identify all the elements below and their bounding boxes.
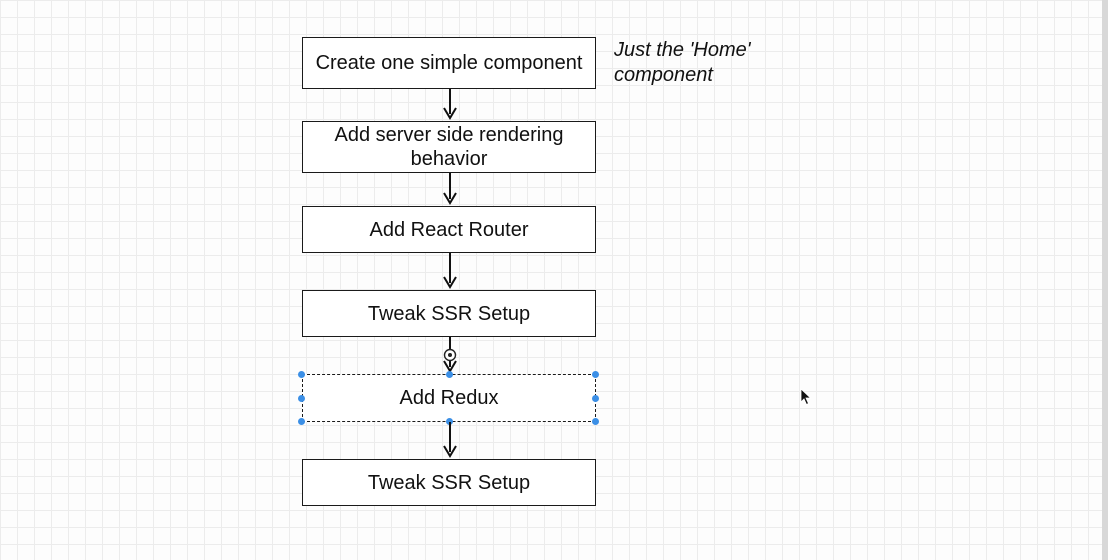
selection-handle-top-left[interactable] <box>298 371 305 378</box>
step-tweak-ssr-setup-2[interactable]: Tweak SSR Setup <box>302 459 596 506</box>
selection-handle-top-right[interactable] <box>592 371 599 378</box>
selection-handle-top-center[interactable] <box>446 371 453 378</box>
step-add-react-router[interactable]: Add React Router <box>302 206 596 253</box>
selection-handle-bottom-left[interactable] <box>298 418 305 425</box>
mouse-pointer-icon <box>800 388 812 406</box>
arrow-2 <box>443 173 457 205</box>
connection-point-icon[interactable] <box>443 348 457 362</box>
step-add-redux[interactable]: Add Redux <box>302 374 596 422</box>
selection-handle-middle-left[interactable] <box>298 395 305 402</box>
step-tweak-ssr-setup-1[interactable]: Tweak SSR Setup <box>302 290 596 337</box>
arrow-3 <box>443 253 457 289</box>
step-create-component[interactable]: Create one simple component <box>302 37 596 89</box>
canvas-edge <box>1102 0 1108 560</box>
step-add-ssr[interactable]: Add server side rendering behavior <box>302 121 596 173</box>
arrow-1 <box>443 89 457 120</box>
selection-handle-bottom-right[interactable] <box>592 418 599 425</box>
annotation-note[interactable]: Just the 'Home' component <box>614 39 751 86</box>
selection-handle-middle-right[interactable] <box>592 395 599 402</box>
selection-handle-bottom-center[interactable] <box>446 418 453 425</box>
arrow-5 <box>443 422 457 458</box>
